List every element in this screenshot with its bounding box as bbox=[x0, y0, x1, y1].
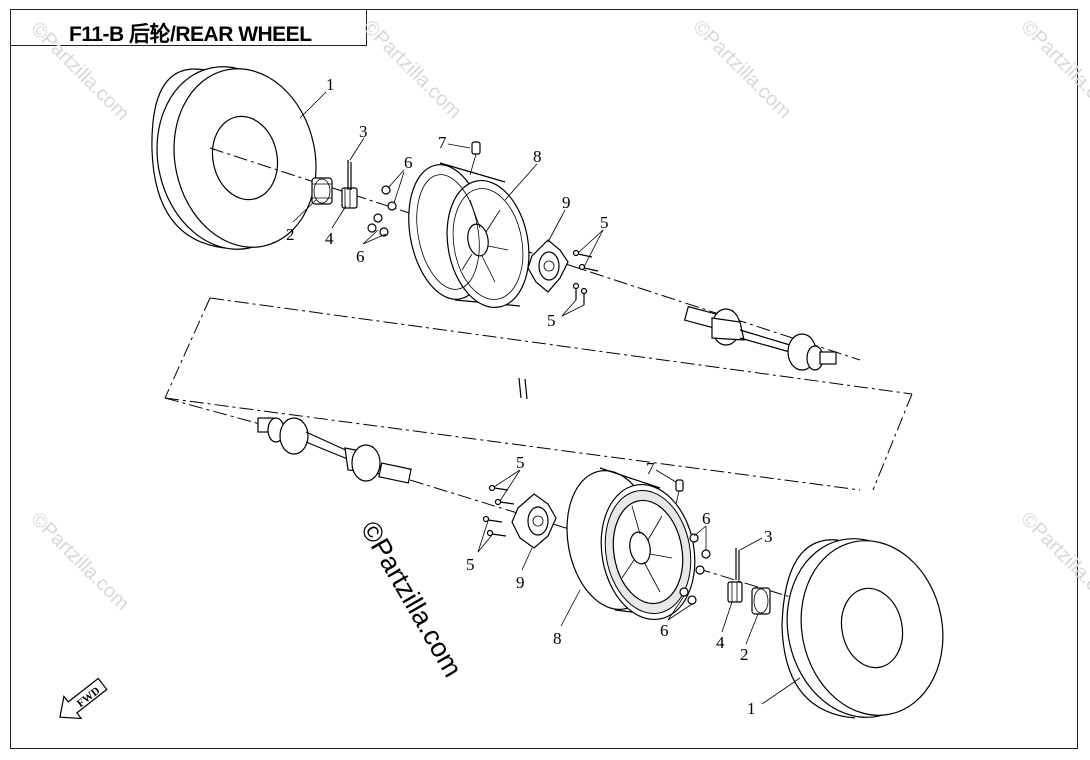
diagram-frame bbox=[10, 9, 1078, 749]
title-box: F11-B 后轮/REAR WHEEL bbox=[10, 9, 367, 46]
rim-bottom bbox=[566, 467, 696, 621]
callout-cap: 2 bbox=[740, 645, 749, 664]
callout-valve: 7 bbox=[438, 133, 447, 152]
callout-lug-nut: 6 bbox=[356, 247, 365, 266]
rim-top bbox=[408, 162, 530, 309]
wheel-cap-bottom bbox=[751, 587, 771, 615]
hub-bolts-top bbox=[572, 249, 599, 305]
callout-rim: 8 bbox=[533, 147, 542, 166]
hub-top bbox=[527, 239, 569, 293]
callout-cap: 2 bbox=[286, 225, 295, 244]
watermark: ©Partzilla.com bbox=[26, 508, 133, 615]
callout-cotter-pin: 3 bbox=[359, 122, 368, 141]
watermark: ©Partzilla.com bbox=[26, 18, 133, 125]
watermark: ©Partzilla.com bbox=[1016, 508, 1090, 615]
rear-tire-top bbox=[151, 66, 317, 250]
callout-bolt: 5 bbox=[547, 311, 556, 330]
callout-tire: 1 bbox=[326, 75, 335, 94]
watermark: ©Partzilla.com bbox=[688, 16, 795, 123]
callout-lug-nut: 6 bbox=[702, 509, 711, 528]
callout-castle-nut: 4 bbox=[325, 229, 334, 248]
callout-castle-nut: 4 bbox=[716, 633, 725, 652]
hub-bolts-bottom bbox=[482, 484, 515, 537]
hub-bottom bbox=[511, 493, 557, 549]
lug-nuts-top bbox=[367, 185, 397, 237]
drive-shaft-top bbox=[683, 305, 837, 371]
fwd-arrow: FWD bbox=[59, 677, 108, 720]
callout-lug-nut: 6 bbox=[404, 153, 413, 172]
callout-bolt: 5 bbox=[600, 213, 609, 232]
callout-hub: 9 bbox=[516, 573, 525, 592]
cotter-pin-top bbox=[347, 160, 352, 190]
watermark-main: ©Partzilla.com bbox=[355, 516, 468, 682]
callout-hub: 9 bbox=[562, 193, 571, 212]
rear-tire-bottom bbox=[781, 538, 944, 719]
callout-valve: 7 bbox=[646, 459, 655, 478]
callout-lug-nut: 6 bbox=[660, 621, 669, 640]
callout-tire: 1 bbox=[747, 699, 756, 718]
callout-numbers: 1 2 3 4 6 6 7 8 9 5 5 5 5 9 8 7 6 6 3 4 … bbox=[286, 75, 773, 718]
leader-lines bbox=[292, 91, 801, 705]
cotter-pin-bottom bbox=[735, 548, 740, 580]
wheel-cap-top bbox=[311, 177, 333, 205]
valve-stem-top bbox=[469, 141, 481, 176]
connector-outline bbox=[164, 297, 913, 491]
drive-shaft-bottom bbox=[257, 417, 412, 484]
castle-nut-bottom bbox=[727, 581, 743, 603]
watermark: ©Partzilla.com bbox=[1016, 16, 1090, 123]
valve-stem-bottom bbox=[675, 479, 684, 505]
watermark: ©Partzilla.com bbox=[358, 16, 465, 123]
callout-bolt: 5 bbox=[516, 453, 525, 472]
callout-rim: 8 bbox=[553, 629, 562, 648]
callout-bolt: 5 bbox=[466, 555, 475, 574]
castle-nut-top bbox=[341, 187, 358, 209]
page-title: F11-B 后轮/REAR WHEEL bbox=[69, 23, 312, 46]
callout-cotter-pin: 3 bbox=[764, 527, 773, 546]
